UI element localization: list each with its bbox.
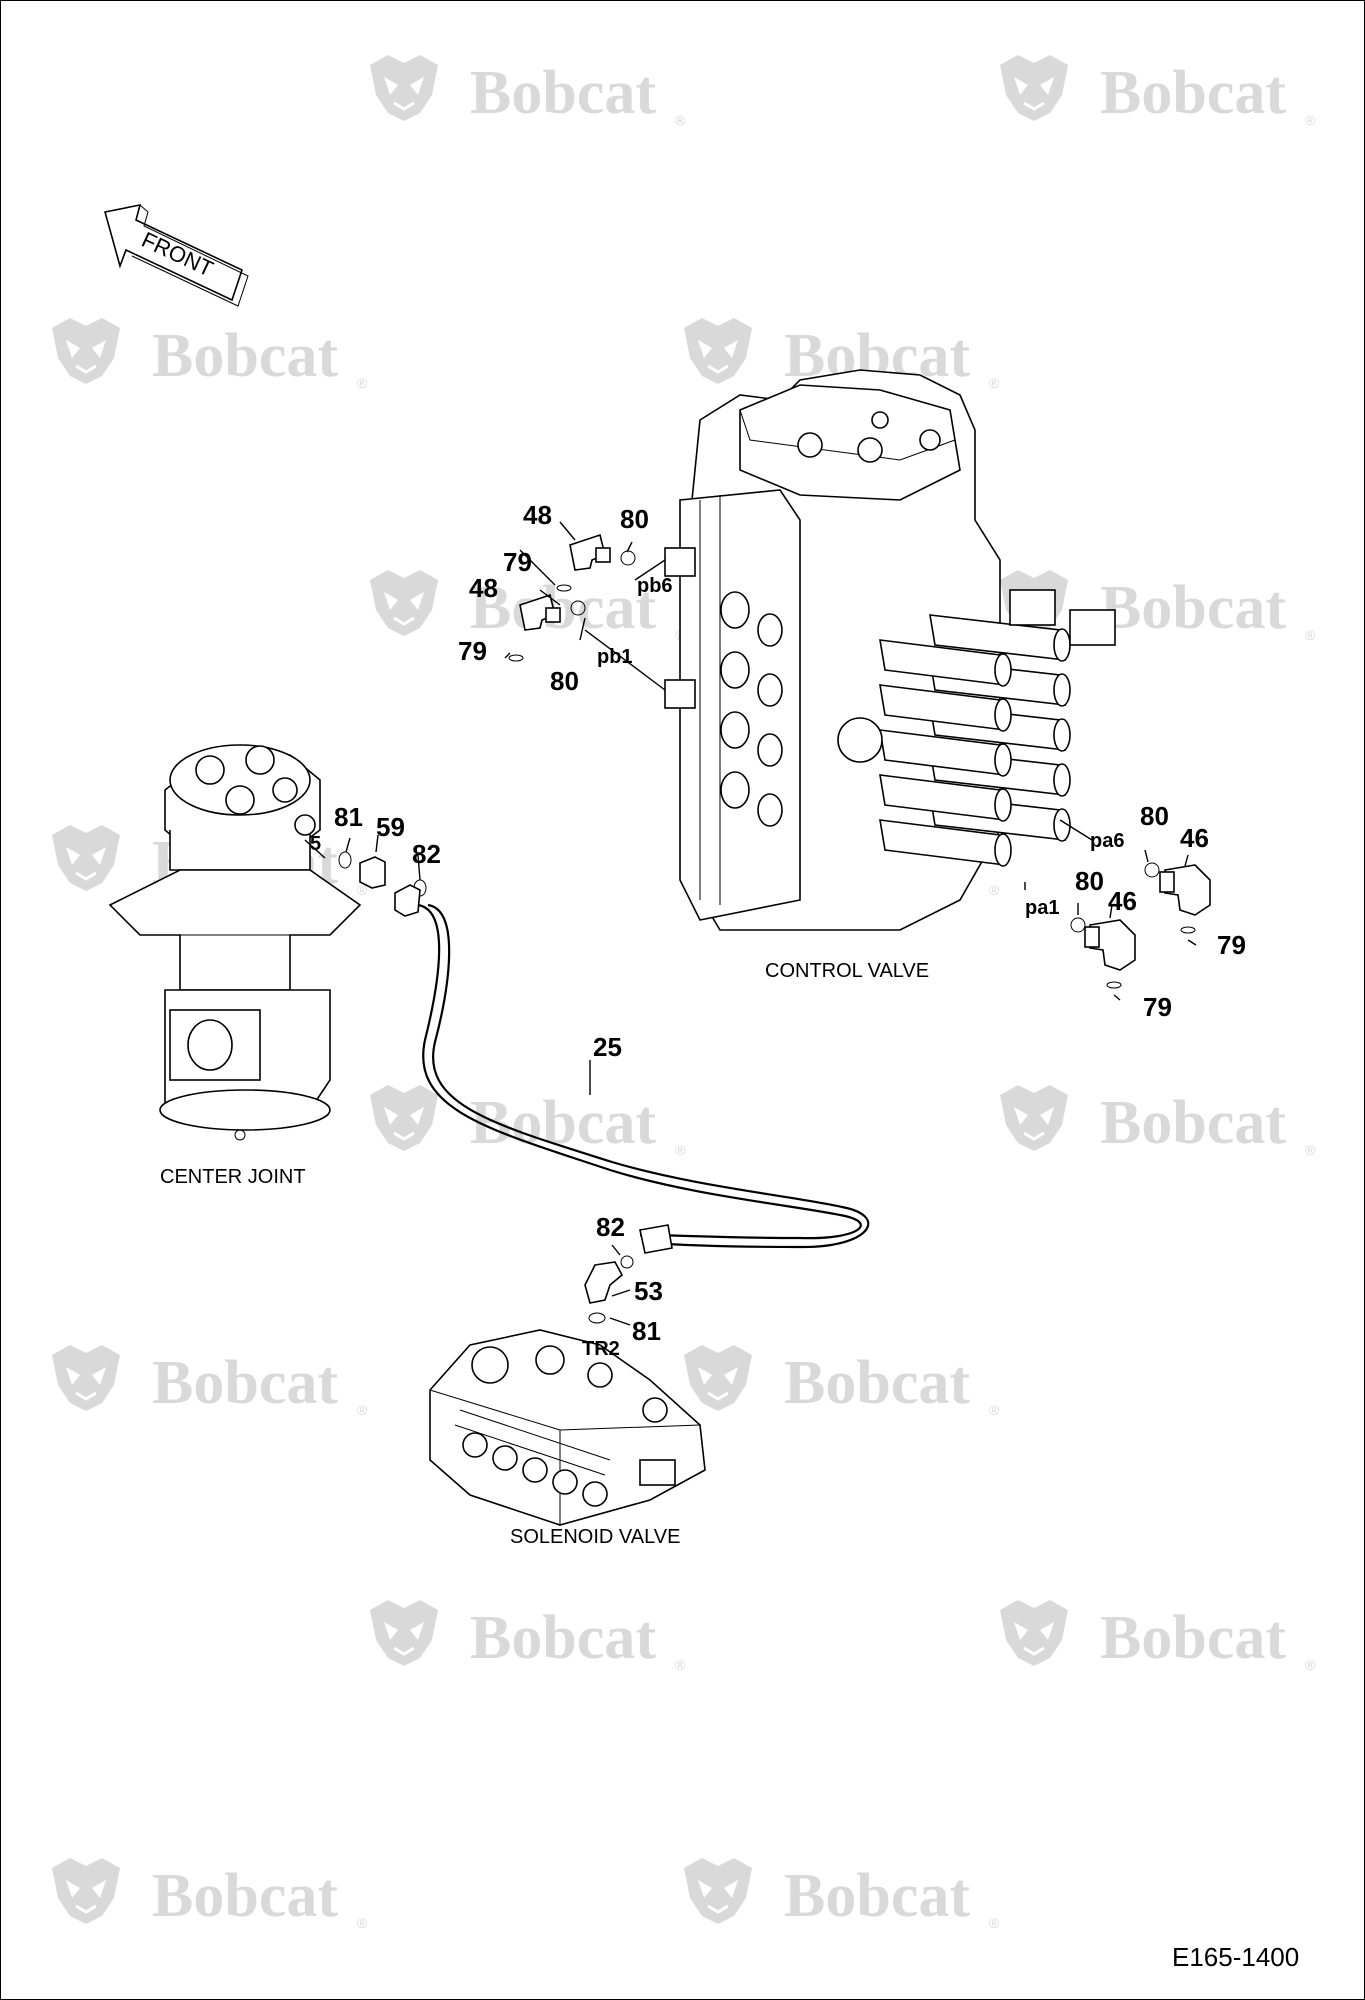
watermark: Bobcat ® [998,53,1316,128]
solenoid-valve-label: SOLENOID VALVE [510,1526,680,1548]
callout-79: 79 [503,547,532,577]
svg-text:®: ® [989,1402,1000,1418]
port-label-pb6: pb6 [637,575,673,597]
port-label-tr2: TR2 [582,1338,620,1360]
watermark: Bobcat ® [998,1598,1316,1673]
svg-text:®: ® [989,375,1000,391]
callout-80: 80 [620,504,649,534]
callout-79: 79 [458,636,487,666]
svg-text:Bobcat: Bobcat [470,1604,656,1672]
callout-81: 81 [632,1316,661,1346]
svg-text:Bobcat: Bobcat [1100,1089,1286,1157]
control-valve-label: CONTROL VALVE [765,960,929,982]
svg-text:®: ® [357,1915,368,1931]
svg-text:®: ® [1305,1142,1316,1158]
svg-text:®: ® [675,1142,686,1158]
solenoid-valve-drawing [429,1329,706,1526]
port-label-5: 5 [310,833,321,855]
svg-text:Bobcat: Bobcat [470,59,656,127]
svg-text:®: ® [989,1915,1000,1931]
svg-text:Bobcat: Bobcat [152,1862,338,1930]
hose-25 [417,903,870,1254]
svg-text:Bobcat: Bobcat [784,1862,970,1930]
svg-text:®: ® [357,882,368,898]
svg-text:®: ® [1305,1657,1316,1673]
callout-81: 81 [334,802,363,832]
svg-text:®: ® [1305,112,1316,128]
fitting-group-solenoid [584,1244,634,1326]
callout-80: 80 [1075,866,1104,896]
callout-46: 46 [1108,886,1137,916]
callout-79: 79 [1217,930,1246,960]
svg-text:Bobcat: Bobcat [470,574,656,642]
watermark: Bobcat ® [50,1856,368,1931]
callout-25: 25 [593,1032,622,1062]
svg-text:Bobcat: Bobcat [152,1349,338,1417]
fitting-group-pa [1024,819,1211,1001]
center-joint-drawing [108,744,362,1141]
watermark: Bobcat ® [682,1343,1000,1418]
svg-text:®: ® [989,882,1000,898]
svg-text:Bobcat: Bobcat [152,322,338,390]
callout-80: 80 [1140,801,1169,831]
watermark: Bobcat ® [682,1856,1000,1931]
control-valve-drawing [664,369,1116,931]
watermark: Bobcat ® [368,1598,686,1673]
spool-stack [879,614,1071,867]
front-arrow-icon: FRONT [103,203,249,307]
port-label-pa6: pa6 [1090,830,1124,852]
watermark: Bobcat ® [50,1343,368,1418]
callout-82: 82 [596,1212,625,1242]
svg-text:®: ® [357,1402,368,1418]
callout-80: 80 [550,666,579,696]
svg-text:Bobcat: Bobcat [1100,59,1286,127]
center-joint-label: CENTER JOINT [160,1166,306,1188]
svg-text:Bobcat: Bobcat [1100,1604,1286,1672]
callout-53: 53 [634,1276,663,1306]
svg-text:Bobcat: Bobcat [784,1349,970,1417]
callout-79: 79 [1143,992,1172,1022]
watermark: Bobcat® [368,1083,686,1158]
callout-48: 48 [523,500,552,530]
watermark: Bobcat ® [998,568,1316,643]
svg-text:®: ® [675,112,686,128]
callout-48: 48 [469,573,498,603]
svg-text:®: ® [357,375,368,391]
watermark: Bobcat ® [50,316,368,391]
svg-text:®: ® [675,1657,686,1673]
fitting-group-center [304,834,427,917]
port-label-pb1: pb1 [597,646,633,668]
watermark: Bobcat ® [368,53,686,128]
callout-46: 46 [1180,823,1209,853]
port-label-pa1: pa1 [1025,897,1059,919]
watermark: Bobcat ® [998,1083,1316,1158]
callout-82: 82 [412,839,441,869]
fitting-group-pb [504,521,666,691]
svg-text:®: ® [1305,627,1316,643]
callout-59: 59 [376,812,405,842]
document-id: E165-1400 [1172,1942,1299,1972]
svg-text:Bobcat: Bobcat [1100,574,1286,642]
